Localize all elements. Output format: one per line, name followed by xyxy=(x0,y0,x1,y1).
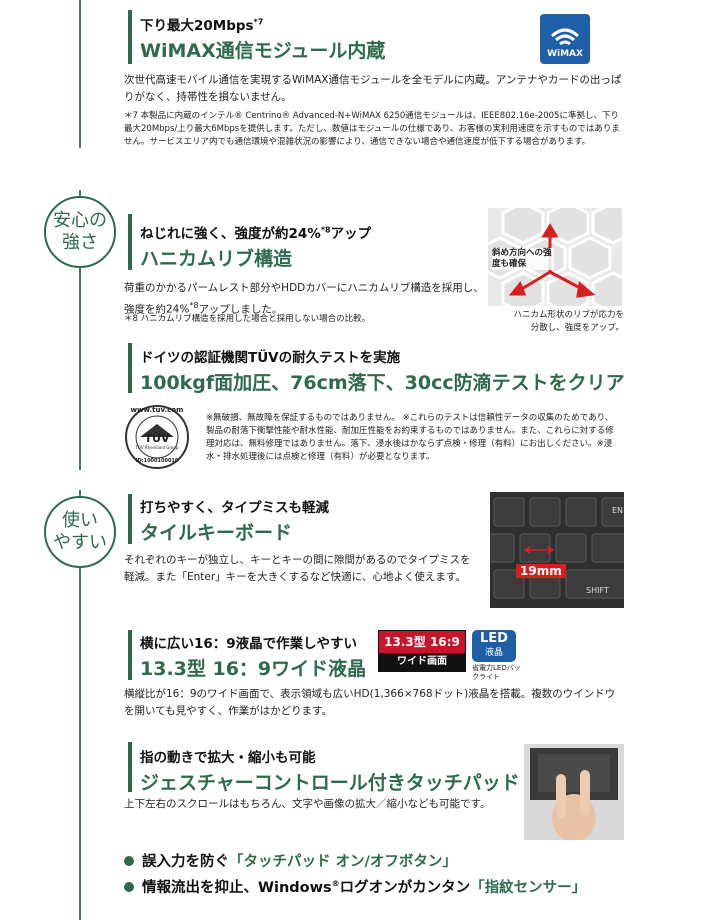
tuv-logo: www.tuv.com TÜV TÜV Rheinland Group ID:1… xyxy=(124,404,190,470)
section-bar-wimax xyxy=(128,10,132,64)
tuv-logo-small: TÜV Rheinland Group xyxy=(135,445,179,450)
touchpad-title: ジェスチャーコントロール付きタッチパッド xyxy=(140,772,520,794)
keyboard-body: それぞれのキーが独立し、キーとキーの間に隙間があるのでタイプミスを軽減。また「E… xyxy=(124,554,471,583)
section-bar-honeycomb xyxy=(128,214,132,270)
section-bar-touchpad xyxy=(128,742,132,792)
tuv-logo-mid: TÜV xyxy=(144,432,170,445)
bullet-touchpad-toggle: 誤入力を防ぐ「タッチパッド オン/オフボタン」 xyxy=(124,850,457,871)
display-subtitle: 横に広い16：9液晶で作業しやすい xyxy=(140,636,358,652)
honeycomb-image: 斜め方向への強度も確保 xyxy=(478,201,635,315)
keyboard-shift-label: SHIFT xyxy=(586,586,609,595)
safety-badge: 安心の強さ xyxy=(44,196,116,268)
widescreen-badge-bottom: ワイド画面 xyxy=(397,656,447,667)
touchpad-image xyxy=(524,744,624,840)
section-bar-tuv xyxy=(128,343,132,393)
honeycomb-body: 荷重のかかるパームレスト部分やHDDカバーにハニカムリブ構造を採用し、強度を約2… xyxy=(124,282,484,316)
led-badge-top: LED xyxy=(480,631,508,646)
honeycomb-note: ＊8 ハニカムリブ構造を採用した場合と採用しない場合の比較。 xyxy=(124,314,371,324)
wimax-subtitle: 下り最大20Mbps*7 xyxy=(140,17,264,35)
keyboard-enter-label: EN xyxy=(612,506,624,515)
widescreen-badge: 13.3型 16:9 ワイド画面 xyxy=(378,630,466,672)
keyboard-keys-illustration xyxy=(490,497,624,599)
wimax-body: 次世代高速モバイル通信を実現するWiMAX通信モジュールを全モデルに内蔵。アンテ… xyxy=(124,74,622,103)
tuv-note: ※無破損、無故障を保証するものではありません。 ※これらのテストは信頼性データの… xyxy=(206,413,614,462)
tuv-logo-id: ID:1000100010 xyxy=(135,458,179,464)
wimax-signal-icon xyxy=(550,28,580,46)
wimax-logo-text: WiMAX xyxy=(547,49,583,59)
wimax-title: WiMAX通信モジュール内蔵 xyxy=(140,40,386,62)
tuv-seal-icon xyxy=(125,405,189,469)
honeycomb-subtitle: ねじれに強く、強度が約24%*8アップ xyxy=(140,225,372,243)
keyboard-title: タイルキーボード xyxy=(140,522,293,544)
honeycomb-caption: ハニカム形状のリブが応力を分散し、強度をアップ。 xyxy=(513,310,624,333)
led-badge-bottom: 液晶 xyxy=(484,648,503,658)
display-title: 13.3型 16：9ワイド液晶 xyxy=(140,658,367,680)
timeline-line-bottom xyxy=(79,490,81,920)
wimax-logo: WiMAX xyxy=(540,14,590,64)
bullet-fingerprint: 情報流出を抑止、Windows®ログオンがカンタン「指紋センサー」 xyxy=(124,876,586,897)
tuv-title: 100kgf面加圧、76cm落下、30cc防滴テストをクリア xyxy=(140,372,625,394)
touchpad-subtitle: 指の動きで拡大・縮小も可能 xyxy=(140,750,316,766)
section-bar-keyboard xyxy=(128,494,132,544)
section-bar-display xyxy=(128,630,132,680)
honeycomb-image-label: 斜め方向への強度も確保 xyxy=(492,248,554,270)
tuv-subtitle: ドイツの認証機関TÜVの耐久テストを実施 xyxy=(140,350,401,366)
bullet-dot xyxy=(124,856,134,866)
touchpad-body: 上下左右のスクロールはもちろん、文字や画像の拡大／縮小なども可能です。 xyxy=(124,798,491,810)
bullet-dot xyxy=(124,882,134,892)
led-caption: 省電力LEDバックライト xyxy=(472,664,521,681)
wimax-note: ＊7 本製品に内蔵のインテル® Centrino® Advanced-N+WiM… xyxy=(124,111,620,147)
timeline-line-mid xyxy=(79,190,81,470)
honeycomb-title: ハニカムリブ構造 xyxy=(140,248,293,270)
tuv-logo-top: www.tuv.com xyxy=(130,406,184,414)
usability-badge: 使いやすい xyxy=(44,496,116,568)
keyboard-measure-label: 19mm xyxy=(516,564,566,578)
touchpad-gesture-illustration xyxy=(530,748,618,840)
led-badge: LED 液晶 xyxy=(472,630,516,662)
keyboard-subtitle: 打ちやすく、タイプミスも軽減 xyxy=(140,500,329,516)
widescreen-badge-top: 13.3型 16:9 xyxy=(379,631,465,653)
display-body: 横縦比が16：9のワイド画面で、表示領域も広いHD(1,366×768ドット)液… xyxy=(124,688,616,717)
keyboard-image: 19mm SHIFT EN xyxy=(490,492,624,608)
timeline-line-top xyxy=(79,0,81,148)
